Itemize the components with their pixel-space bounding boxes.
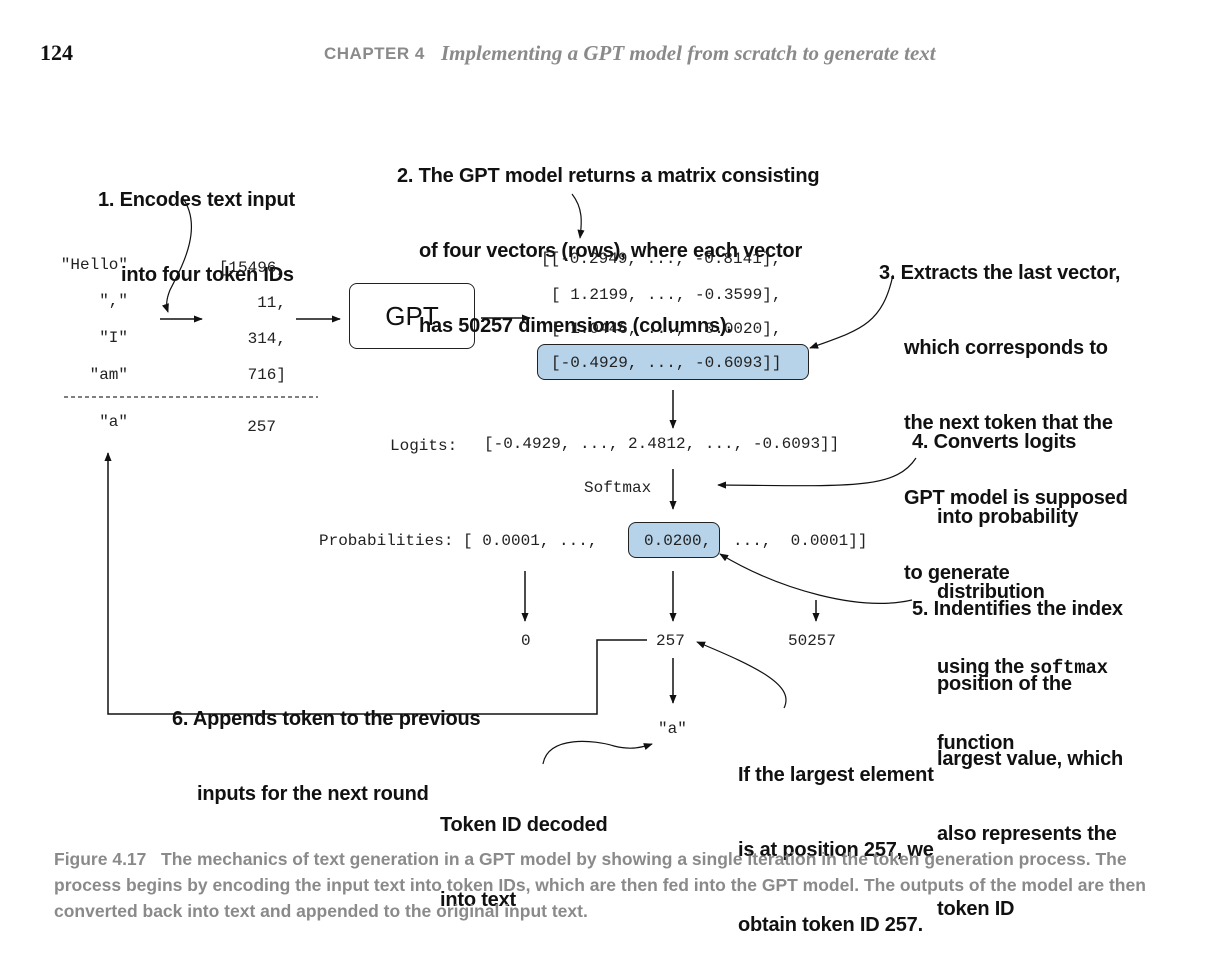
step4-line1: 4. Converts logits [912,431,1077,453]
step5-line5: token ID [937,898,1015,920]
decoded-line1: Token ID decoded [440,814,608,836]
gpt-model-label: GPT [385,300,439,331]
step3-line1: 3. Extracts the last vector, [879,262,1121,284]
max-probability-highlight [628,522,720,558]
largest-line2: is at position 257, we [738,839,934,861]
step4-using-the: using the [937,656,1030,678]
step6-line1: 6. Appends token to the previous [172,708,481,730]
step4-annotation: 4. Converts logits into probability dist… [912,380,1108,781]
step1-annotation: 1. Encodes text input into four token ID… [98,138,295,313]
step4-line2: into probability [937,506,1079,528]
step3-line3: the next token that the [904,412,1113,434]
step4-line4: using the softmax [912,655,1108,681]
step5-line2: position of the [937,673,1072,695]
step4-line3: distribution [937,581,1045,603]
largest-element-annotation: If the largest element is at position 25… [738,713,934,963]
probabilities-rest: ..., 0.0001]] [733,532,868,550]
step6-line2: inputs for the next round [197,783,429,805]
token-id: 716] [247,366,286,384]
figure-caption: Figure 4.17 The mechanics of text genera… [54,846,1164,924]
step3-line5: to generate [904,562,1010,584]
step6-annotation: 6. Appends token to the previous inputs … [172,657,481,832]
step5-line1: 5. Indentifies the index [912,598,1123,620]
matrix-row: [[-0.2949, ..., -0.8141], [541,250,782,268]
step2-line2: of four vectors (rows), where each vecto… [419,240,803,262]
matrix-row: [ 1.0446, ..., 0.0020], [551,320,782,338]
figure-caption-text: The mechanics of text generation in a GP… [54,849,1146,921]
output-token: "a" [658,720,687,738]
token-id: 11, [257,294,286,312]
step3-pointer [809,274,894,349]
index-last: 50257 [788,632,837,650]
index-middle: 257 [656,632,685,650]
max-probability-value: 0.0200, [644,532,712,550]
step4-line5: function [937,732,1015,754]
probabilities-label: Probabilities: [ 0.0001, ..., [319,532,598,550]
largest-element-pointer [696,641,787,709]
decoded-pointer [542,740,653,765]
new-input-token: "a" [99,413,128,431]
step1-pointer [162,196,192,313]
step3-annotation: 3. Extracts the last vector, which corre… [879,211,1128,611]
softmax-label: Softmax [584,479,652,497]
softmax-code: softmax [1029,657,1108,679]
index-first: 0 [521,632,531,650]
new-token-id: 257 [247,418,276,436]
largest-line3: obtain token ID 257. [738,914,923,936]
step5-pointer [719,553,913,604]
feedback-loop-arrow [104,452,647,715]
logits-values: [-0.4929, ..., 2.4812, ..., -0.6093]] [484,435,840,453]
gpt-model-box: GPT [349,283,475,349]
step1-line2: into four token IDs [121,264,294,286]
largest-line1: If the largest element [738,764,934,786]
step2-pointer [571,193,585,239]
token-id: [15496, [218,259,286,277]
figure-label: Figure 4.17 [54,849,147,869]
input-token: "," [99,292,128,310]
step5-line4: also represents the [937,823,1117,845]
matrix-row-last: [-0.4929, ..., -0.6093]] [551,354,782,372]
step3-line2: which corresponds to [904,337,1108,359]
logits-label: Logits: [390,437,458,455]
step5-line3: largest value, which [937,748,1124,770]
step5-annotation: 5. Indentifies the index position of the… [912,547,1123,947]
page-number: 124 [40,40,73,65]
token-id: 314, [247,330,286,348]
decoded-line2: into text [440,889,516,911]
step1-line1: 1. Encodes text input [98,189,295,211]
input-token: "I" [99,329,128,347]
decoded-annotation: Token ID decoded into text [440,763,608,938]
step3-line4: GPT model is supposed [904,487,1128,509]
step2-line1: 2. The GPT model returns a matrix consis… [397,165,820,187]
step2-line3: has 50257 dimensions (columns). [419,315,732,337]
chapter-title: Implementing a GPT model from scratch to… [441,41,936,65]
step4-pointer [717,457,917,489]
input-token: "am" [89,366,128,384]
last-vector-highlight [537,344,809,380]
input-token: "Hello" [60,256,128,274]
chapter-label: CHAPTER 4 [324,44,425,63]
matrix-row: [ 1.2199, ..., -0.3599], [551,286,782,304]
step2-annotation: 2. The GPT model returns a matrix consis… [397,114,820,364]
